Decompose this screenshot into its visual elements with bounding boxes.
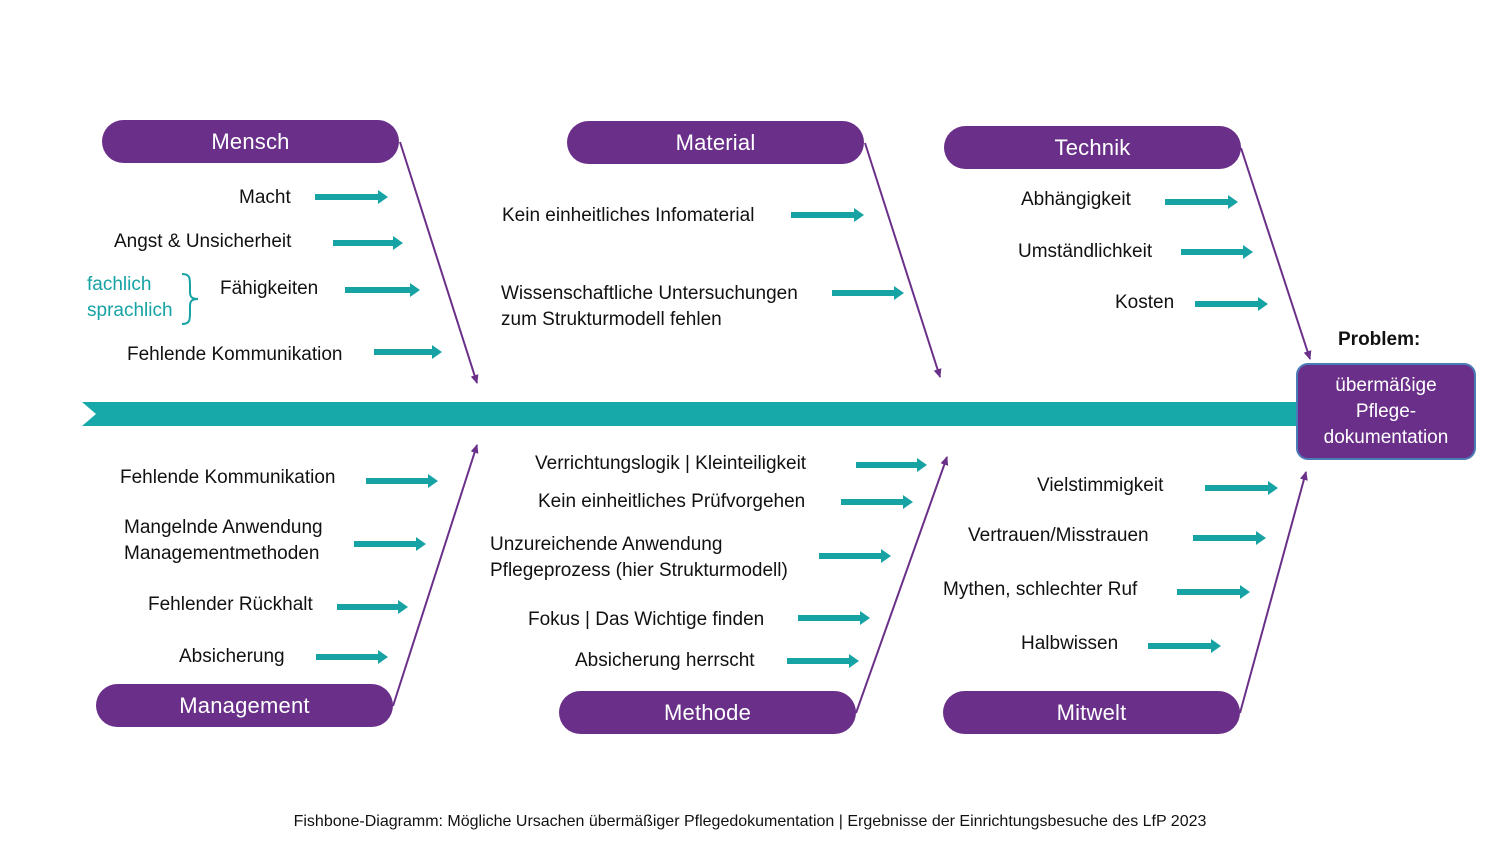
arrow-technik-2: [1181, 245, 1253, 259]
cause-methode-4: Fokus | Das Wichtige finden: [528, 609, 765, 630]
arrow-methode-2: [841, 495, 913, 509]
arrow-methode-5: [787, 654, 859, 668]
arrow-management-4: [316, 650, 388, 664]
arrow-material-1: [791, 208, 864, 222]
cause-mitwelt-3: Mythen, schlechter Ruf: [943, 579, 1138, 600]
arrow-methode-4: [798, 611, 870, 625]
cause-methode-5: Absicherung herrscht: [575, 650, 755, 671]
arrow-material-2: [832, 286, 904, 300]
cause-management-1: Fehlende Kommunikation: [120, 467, 336, 488]
cause-mensch-4: Fehlende Kommunikation: [127, 344, 343, 365]
cause-mitwelt-4: Halbwissen: [1021, 633, 1119, 654]
arrow-mensch-4: [374, 345, 442, 359]
arrow-mitwelt-3: [1177, 585, 1250, 599]
cause-technik-2: Umständlichkeit: [1018, 241, 1153, 262]
cause-mensch-3: Fähigkeiten: [220, 278, 319, 299]
bone-technik: [1240, 147, 1312, 360]
category-methode: Methode: [559, 691, 856, 734]
arrow-management-2: [354, 537, 426, 551]
arrow-methode-1: [856, 458, 927, 472]
cause-methode-3: Unzureichende Anwendung Pflegeprozess (h…: [490, 534, 788, 581]
bone-material: [864, 142, 942, 378]
cause-methode-1: Verrichtungslogik | Kleinteiligkeit: [535, 453, 807, 474]
cause-technik-3: Kosten: [1115, 292, 1175, 313]
arrow-mitwelt-4: [1148, 639, 1221, 653]
arrow-mitwelt-2: [1193, 531, 1266, 545]
arrow-mitwelt-1: [1205, 481, 1278, 495]
category-management: Management: [96, 684, 393, 727]
arrow-mensch-2: [333, 236, 403, 250]
arrow-management-1: [366, 474, 438, 488]
cause-mensch-1: Macht: [239, 187, 291, 208]
main-spine-arrow: [82, 402, 1320, 426]
bone-mitwelt: [1239, 471, 1308, 714]
cause-management-3: Fehlender Rückhalt: [148, 594, 313, 615]
category-material: Material: [567, 121, 864, 164]
figure-caption: Fishbone-Diagramm: Mögliche Ursachen übe…: [293, 813, 1207, 830]
curly-brace-icon: [181, 273, 199, 325]
arrow-mensch-1: [315, 190, 388, 204]
cause-mitwelt-1: Vielstimmigkeit: [1037, 475, 1164, 496]
sub-item-sprachlich: sprachlich: [87, 300, 173, 321]
bone-layer: [392, 141, 1312, 714]
cause-technik-1: Abhängigkeit: [1021, 189, 1131, 210]
cause-material-2: Wissenschaftliche Untersuchungen zum Str…: [501, 283, 798, 330]
cause-material-1: Kein einheitliches Infomaterial: [502, 205, 755, 226]
category-mensch: Mensch: [102, 120, 399, 163]
arrow-technik-3: [1195, 297, 1268, 311]
cause-mitwelt-2: Vertrauen/Misstrauen: [968, 525, 1149, 546]
bone-mensch: [399, 141, 479, 384]
problem-label: Problem:: [1338, 329, 1421, 350]
arrow-methode-3: [819, 549, 891, 563]
spine-layer: [82, 402, 1320, 426]
cause-management-4: Absicherung: [179, 646, 285, 667]
arrow-management-3: [337, 600, 408, 614]
cause-methode-2: Kein einheitliches Prüfvorgehen: [538, 491, 806, 512]
sub-item-fachlich: fachlich: [87, 274, 152, 295]
category-technik: Technik: [944, 126, 1241, 169]
arrow-technik-1: [1165, 195, 1238, 209]
bone-management: [392, 444, 479, 707]
arrow-mensch-3: [345, 283, 420, 297]
cause-arrow-layer: [315, 190, 1278, 668]
problem-box: übermäßige Pflege- dokumentation: [1296, 363, 1476, 460]
cause-management-2: Mangelnde Anwendung Managementmethoden: [124, 517, 323, 564]
cause-mensch-2: Angst & Unsicherheit: [114, 231, 292, 252]
category-mitwelt: Mitwelt: [943, 691, 1240, 734]
bone-methode: [855, 456, 949, 714]
